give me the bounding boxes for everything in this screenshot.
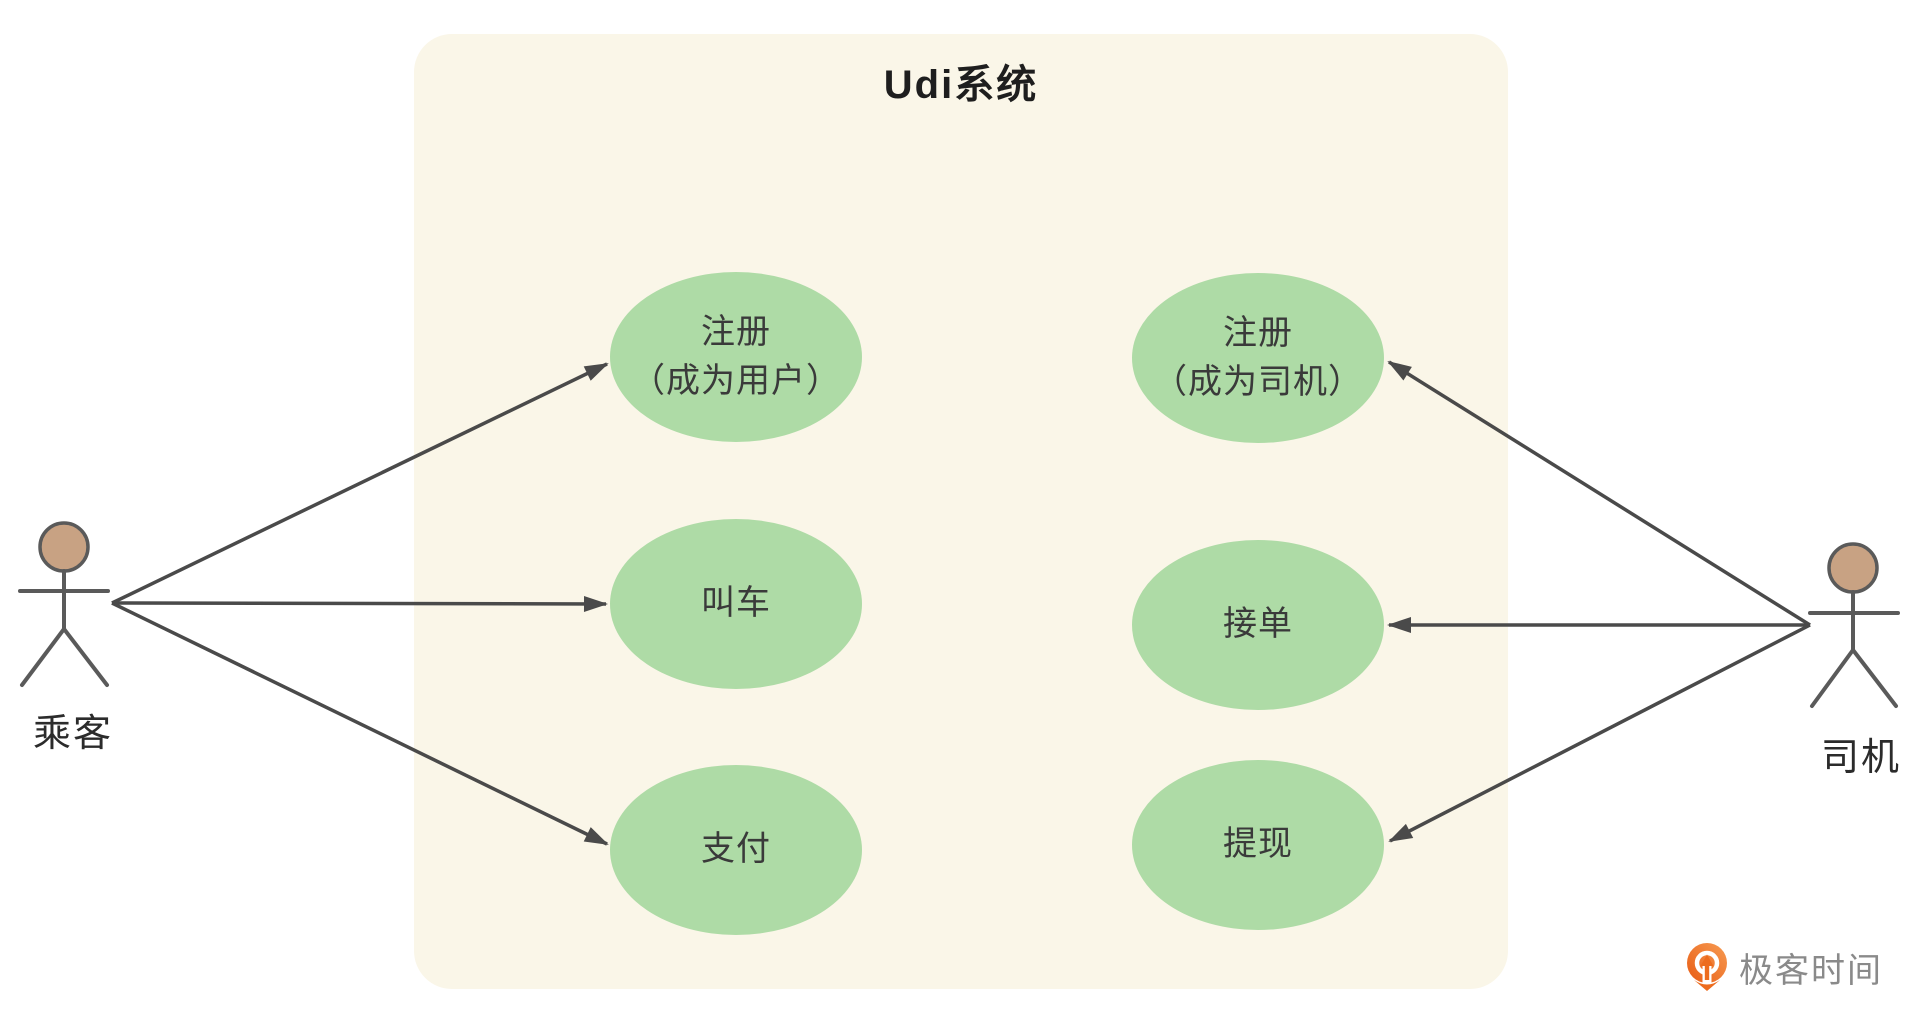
usecase-accept-order: 接单 bbox=[1132, 540, 1384, 710]
driver-actor-icon bbox=[1808, 542, 1900, 708]
usecase-label: 接单 bbox=[1223, 605, 1293, 644]
passenger-actor-label: 乘客 bbox=[32, 713, 113, 755]
passenger-leg-left bbox=[20, 627, 66, 687]
system-title: Udi系统 bbox=[883, 63, 1039, 107]
usecase-sublabel: （成为用户） bbox=[631, 362, 841, 400]
passenger-head bbox=[38, 521, 90, 573]
driver-head bbox=[1827, 542, 1879, 594]
usecase-label: 注册 bbox=[1223, 313, 1293, 352]
passenger-leg-right bbox=[62, 627, 109, 687]
usecase-sublabel: （成为司机） bbox=[1153, 363, 1363, 401]
geektime-pin-icon bbox=[1687, 943, 1727, 991]
passenger-actor-icon bbox=[18, 521, 110, 687]
usecase-label: 提现 bbox=[1223, 825, 1293, 864]
driver-leg-right bbox=[1851, 648, 1898, 708]
driver-leg-left bbox=[1810, 648, 1855, 708]
usecase-call-car: 叫车 bbox=[610, 519, 862, 689]
usecase-register-driver: 注册 （成为司机） bbox=[1132, 273, 1384, 443]
driver-actor-label: 司机 bbox=[1820, 737, 1901, 779]
brand-logo: 极客时间 bbox=[1684, 942, 1883, 992]
usecase-withdraw: 提现 bbox=[1132, 760, 1384, 930]
usecase-pay: 支付 bbox=[610, 765, 862, 935]
usecase-label: 叫车 bbox=[701, 584, 771, 623]
usecase-register-user: 注册 （成为用户） bbox=[610, 272, 862, 442]
usecase-label: 注册 bbox=[701, 312, 771, 351]
usecase-label: 支付 bbox=[701, 830, 771, 869]
brand-logo-text: 极客时间 bbox=[1739, 951, 1883, 990]
